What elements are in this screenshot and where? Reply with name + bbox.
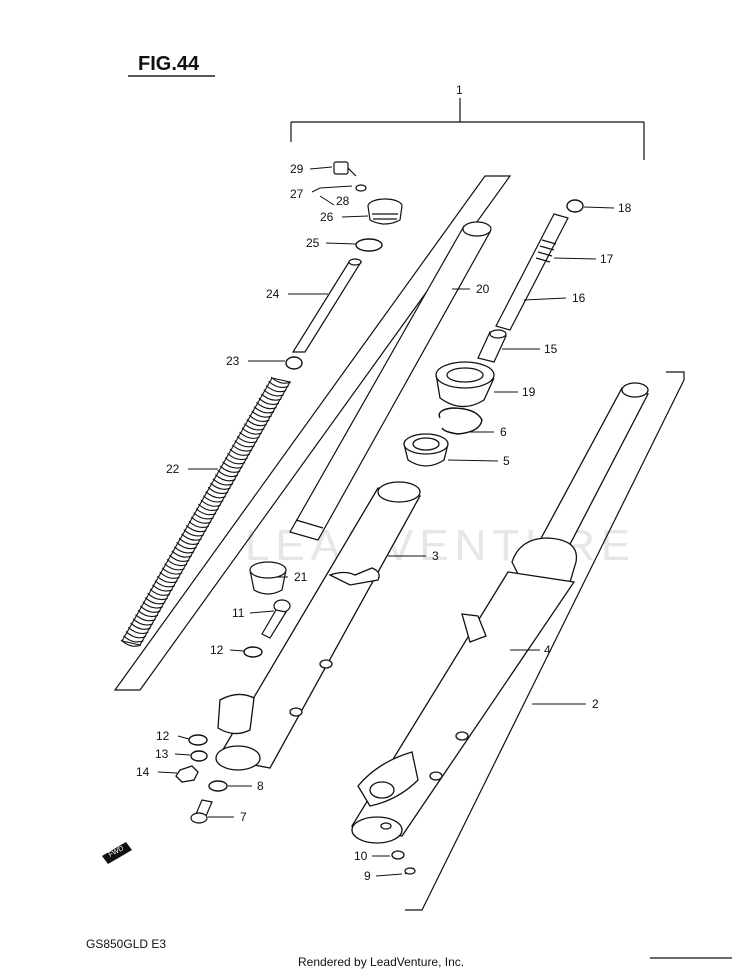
callout-4: 4 (544, 643, 551, 657)
callout-13: 13 (155, 747, 169, 761)
callout-23: 23 (226, 354, 240, 368)
rendered-by: Rendered by LeadVenture, Inc. (298, 955, 464, 969)
callout-28: 28 (336, 194, 350, 208)
callout-7: 7 (240, 810, 247, 824)
part-21-bushing (249, 561, 287, 595)
part-11-bolt (261, 599, 291, 639)
callout-12a: 12 (210, 643, 224, 657)
callout-26: 26 (320, 210, 334, 224)
part-10-washer (391, 850, 405, 860)
callout-2: 2 (592, 697, 599, 711)
part-16-damper-rod (495, 213, 569, 331)
callout-labels: 1 2 3 4 5 6 7 8 9 10 11 12 12 13 14 15 1… (136, 83, 632, 883)
part-22-fork-spring (120, 376, 292, 647)
part-19-dust-seal (435, 361, 495, 408)
callout-9: 9 (364, 869, 371, 883)
part-3-outer-tube-left (215, 481, 422, 771)
callout-18: 18 (618, 201, 632, 215)
part-5-oil-seal (403, 433, 449, 467)
callout-12b: 12 (156, 729, 170, 743)
part-8-washer (208, 780, 228, 792)
leader-lines (157, 166, 615, 877)
part-23-spring-seat (285, 356, 303, 370)
callout-10: 10 (354, 849, 368, 863)
part-26-cap-bolt (367, 198, 403, 225)
part-4-outer-tube-right (350, 382, 649, 844)
fwd-arrow-icon: FWD (102, 842, 132, 864)
callout-19: 19 (522, 385, 536, 399)
callout-16: 16 (572, 291, 586, 305)
callout-11: 11 (232, 606, 245, 620)
model-code: GS850GLD E3 (86, 937, 166, 951)
callout-22: 22 (166, 462, 180, 476)
callout-17: 17 (600, 252, 614, 266)
part-7-bolt (190, 799, 213, 824)
callout-8: 8 (257, 779, 264, 793)
part-15-oil-lock-piece (477, 329, 507, 363)
callout-1: 1 (456, 83, 463, 97)
part-29-air-valve (333, 161, 357, 177)
part-12-washer-upper (243, 646, 263, 658)
assembly-bracket-1 (290, 98, 645, 160)
part-28-o-ring (355, 184, 367, 192)
callout-5: 5 (503, 454, 510, 468)
part-13-washer (190, 750, 208, 762)
part-9-screw (404, 867, 416, 875)
part-18-seal (566, 199, 584, 213)
callout-15: 15 (544, 342, 558, 356)
part-20-inner-tube (289, 221, 492, 541)
callout-29: 29 (290, 162, 304, 176)
callout-25: 25 (306, 236, 320, 250)
part-12-washer-lower (188, 734, 208, 746)
callout-24: 24 (266, 287, 280, 301)
part-25-o-ring (355, 238, 383, 252)
subassembly-panel (113, 175, 512, 691)
part-24-spacer (291, 258, 363, 353)
callout-20: 20 (476, 282, 490, 296)
part-6-circlip (438, 407, 483, 435)
callout-6: 6 (500, 425, 507, 439)
part-14-nut (175, 765, 199, 783)
callout-21: 21 (294, 570, 308, 584)
callout-14: 14 (136, 765, 150, 779)
callout-27: 27 (290, 187, 304, 201)
figure-title: FIG.44 (138, 53, 200, 75)
assembly-bracket-2 (405, 371, 685, 911)
callout-3: 3 (432, 549, 439, 563)
